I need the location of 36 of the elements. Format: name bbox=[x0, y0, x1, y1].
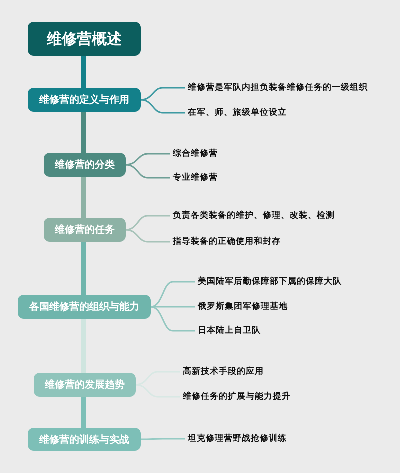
branch-text: 综合维修营 bbox=[173, 148, 218, 160]
topic-box: 维修营的训练与实战 bbox=[28, 428, 141, 451]
branch-text: 维修任务的扩展与能力提升 bbox=[183, 392, 291, 402]
connector-line bbox=[151, 306, 195, 308]
connector-line bbox=[141, 438, 185, 440]
connector-line bbox=[126, 153, 170, 166]
connector-line bbox=[150, 306, 195, 332]
branch-text: 高新技术手段的应用 bbox=[183, 366, 264, 378]
topic-box: 维修营的发展趋势 bbox=[34, 373, 136, 397]
title-box: 维修营概述 bbox=[28, 22, 141, 56]
topic-box: 维修营的分类 bbox=[44, 153, 126, 177]
connector-line bbox=[140, 99, 185, 114]
connector-line bbox=[82, 397, 86, 428]
connector-line bbox=[126, 164, 170, 179]
branch-text: 负责各类装备的维护、修理、改装、检测 bbox=[173, 210, 335, 222]
topic-box: 维修营的定义与作用 bbox=[28, 88, 141, 112]
branch-text: 日本陆上自卫队 bbox=[198, 326, 261, 336]
connector-line bbox=[82, 56, 86, 88]
connector-line bbox=[140, 87, 185, 101]
connector-line bbox=[126, 215, 170, 231]
branch-text: 俄罗斯集团军修理基地 bbox=[198, 302, 288, 312]
connector-line bbox=[136, 384, 180, 398]
branch-text: 坦克修理营野战抢修训练 bbox=[188, 434, 287, 444]
branch-text: 指导装备的正确使用和封存 bbox=[173, 236, 281, 248]
connector-line bbox=[126, 229, 170, 243]
connector-line bbox=[82, 112, 86, 153]
topic-box: 维修营的任务 bbox=[44, 218, 126, 242]
connector-line bbox=[136, 371, 180, 386]
branch-text: 在军、师、旅级单位设立 bbox=[188, 108, 287, 118]
connector-line bbox=[150, 281, 195, 308]
connector-line bbox=[82, 319, 86, 373]
topic-box: 各国维修营的组织与能力 bbox=[18, 295, 151, 319]
branch-text: 维修营是军队内担负装备维修任务的一级组织 bbox=[188, 82, 368, 94]
branch-text: 专业维修营 bbox=[173, 172, 218, 184]
branch-text: 美国陆军后勤保障部下属的保障大队 bbox=[198, 276, 342, 288]
connector-line bbox=[82, 177, 86, 218]
